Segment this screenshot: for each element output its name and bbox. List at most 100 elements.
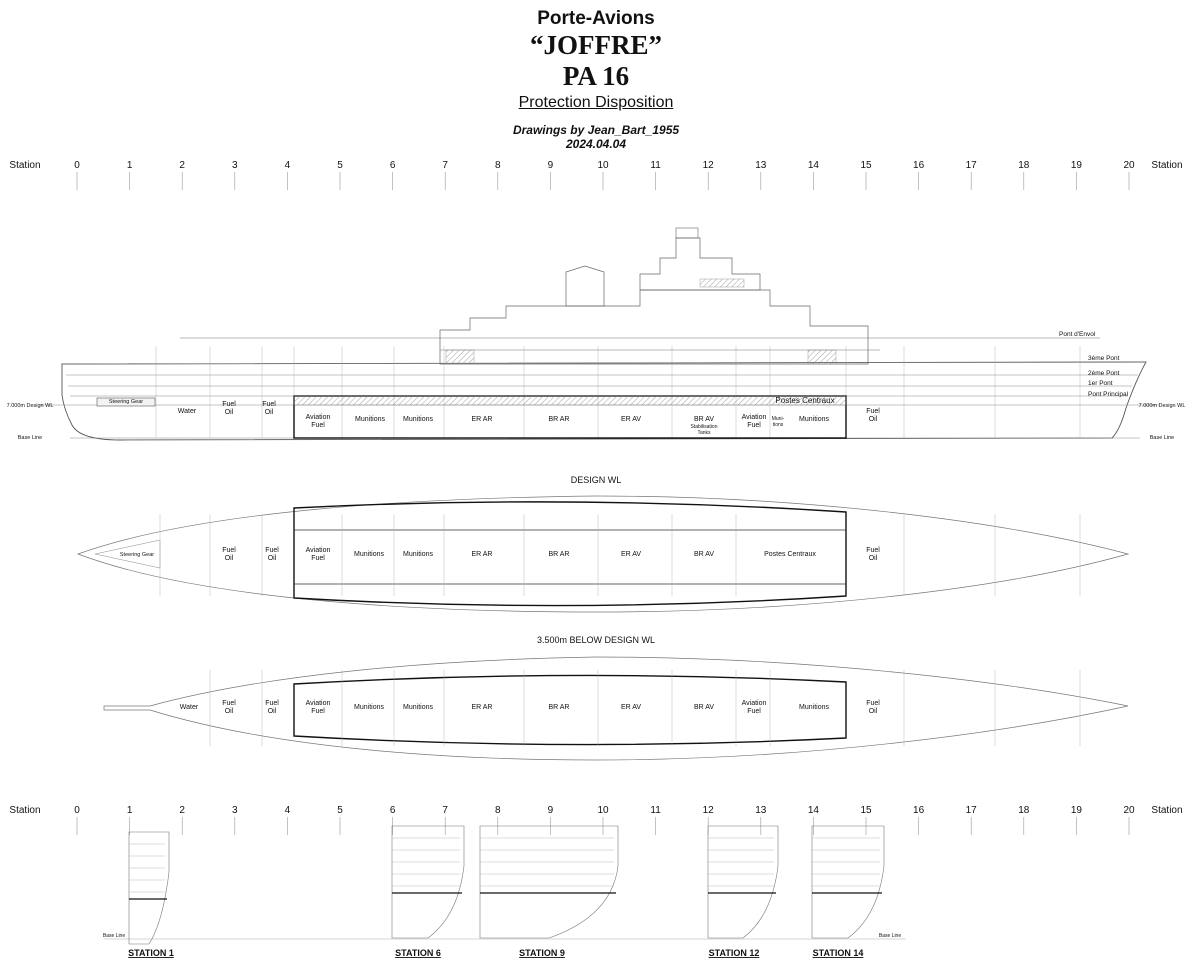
- bottom-station-9: 9: [548, 805, 554, 816]
- profile-island-base: [439, 289, 869, 365]
- top-station-label-right: Station: [1151, 160, 1182, 171]
- profile-hull-outline: [61, 361, 1147, 441]
- top-station-6: 6: [390, 160, 396, 171]
- title-line-1: Porte-Avions: [537, 8, 655, 29]
- plan1-compartment: ER AV: [621, 551, 641, 558]
- plan2-compartment: Munitions: [403, 704, 433, 711]
- top-station-0: 0: [74, 160, 80, 171]
- top-station-18: 18: [1018, 160, 1030, 171]
- section-label: STATION 6: [395, 948, 441, 958]
- plan2-hull-outline: [103, 656, 1129, 761]
- top-station-14: 14: [808, 160, 820, 171]
- profile-armour-deck-hatch: [293, 395, 847, 406]
- bottom-station-11: 11: [650, 805, 661, 816]
- drawing-subtitle: Protection Disposition: [518, 94, 674, 111]
- profile-compartment: Munitions: [355, 416, 385, 423]
- profile-funnel: [565, 265, 605, 307]
- drawing-date: 2024.04.04: [565, 137, 627, 151]
- title-ship-name: “JOFFRE”: [530, 30, 662, 60]
- profile-compartment: ER AV: [621, 416, 641, 423]
- section-outline: [391, 825, 465, 939]
- top-station-10: 10: [597, 160, 609, 171]
- profile-deck-label: Pont Principal: [1088, 391, 1129, 398]
- profile-design-wl-right: 7.000m Design WL: [1139, 403, 1186, 409]
- plan1-title: DESIGN WL: [571, 475, 622, 485]
- bottom-station-label-left: Station: [9, 805, 40, 816]
- drawing-credit: Drawings by Jean_Bart_1955: [512, 123, 680, 137]
- profile-bridge-armour: [699, 278, 745, 288]
- bottom-station-13: 13: [755, 805, 767, 816]
- top-station-17: 17: [966, 160, 978, 171]
- title-designation: PA 16: [562, 61, 630, 91]
- bottom-station-3: 3: [232, 805, 238, 816]
- profile-deck-label: 2ème Pont: [1088, 370, 1120, 377]
- top-station-12: 12: [703, 160, 715, 171]
- profile-base-line-right: Base Line: [1150, 435, 1174, 441]
- profile-third-deck-line: [61, 361, 1147, 365]
- top-station-15: 15: [860, 160, 872, 171]
- section-label: STATION 14: [813, 948, 864, 958]
- bottom-station-18: 18: [1018, 805, 1030, 816]
- bottom-station-1: 1: [127, 805, 133, 816]
- profile-deck-label: Pont d'Envol: [1059, 331, 1096, 338]
- plan2-citadel-armour: [293, 674, 847, 746]
- profile-compartment: Muni-tions: [772, 416, 785, 428]
- profile-compartment: Munitions: [799, 416, 829, 423]
- top-station-16: 16: [913, 160, 925, 171]
- plan1-compartment: ER AR: [471, 551, 492, 558]
- section-label: STATION 1: [128, 948, 174, 958]
- profile-postes-centraux-label: Postes Centraux: [775, 396, 834, 405]
- section-outline: [811, 825, 885, 939]
- bottom-station-0: 0: [74, 805, 80, 816]
- bottom-station-4: 4: [285, 805, 291, 816]
- top-station-label-left: Station: [9, 160, 40, 171]
- plan1-compartment: Steering Gear: [120, 552, 154, 558]
- bottom-station-16: 16: [913, 805, 925, 816]
- profile-island-armour-aft: [445, 349, 475, 365]
- plan1-compartment: BR AV: [694, 551, 714, 558]
- plan2-compartment: Munitions: [799, 704, 829, 711]
- top-station-1: 1: [127, 160, 133, 171]
- plan1-compartment: Munitions: [354, 551, 384, 558]
- plan1-compartment: Munitions: [403, 551, 433, 558]
- profile-island-armour-fwd: [807, 349, 837, 365]
- top-station-11: 11: [650, 160, 661, 171]
- plan2-compartment: BR AV: [694, 704, 714, 711]
- bottom-station-2: 2: [179, 805, 185, 816]
- plan2-title: 3.500m BELOW DESIGN WL: [537, 635, 655, 645]
- profile-director: [675, 227, 699, 239]
- profile-compartment: Munitions: [403, 416, 433, 423]
- plan1-hull-outline: [76, 495, 1130, 613]
- top-station-2: 2: [179, 160, 185, 171]
- profile-compartment: Water: [178, 408, 197, 415]
- top-station-4: 4: [285, 160, 291, 171]
- plan2-compartment: ER AR: [471, 704, 492, 711]
- plan2-compartment: Munitions: [354, 704, 384, 711]
- profile-compartment: BR AV: [694, 416, 714, 423]
- top-station-9: 9: [548, 160, 554, 171]
- bottom-station-label-right: Station: [1151, 805, 1182, 816]
- section-outline: [707, 825, 779, 939]
- profile-compartment: BR AR: [548, 416, 569, 423]
- section-label: STATION 12: [709, 948, 760, 958]
- plan1-compartment: Postes Centraux: [764, 551, 816, 558]
- bottom-station-8: 8: [495, 805, 501, 816]
- top-station-20: 20: [1123, 160, 1135, 171]
- plan2-compartment: BR AR: [548, 704, 569, 711]
- plan2-compartment: Water: [180, 704, 199, 711]
- plan1-citadel-armour: [293, 501, 847, 607]
- profile-deck-label: 3ème Pont: [1088, 355, 1120, 362]
- bottom-station-20: 20: [1123, 805, 1135, 816]
- profile-base-line-left: Base Line: [18, 435, 42, 441]
